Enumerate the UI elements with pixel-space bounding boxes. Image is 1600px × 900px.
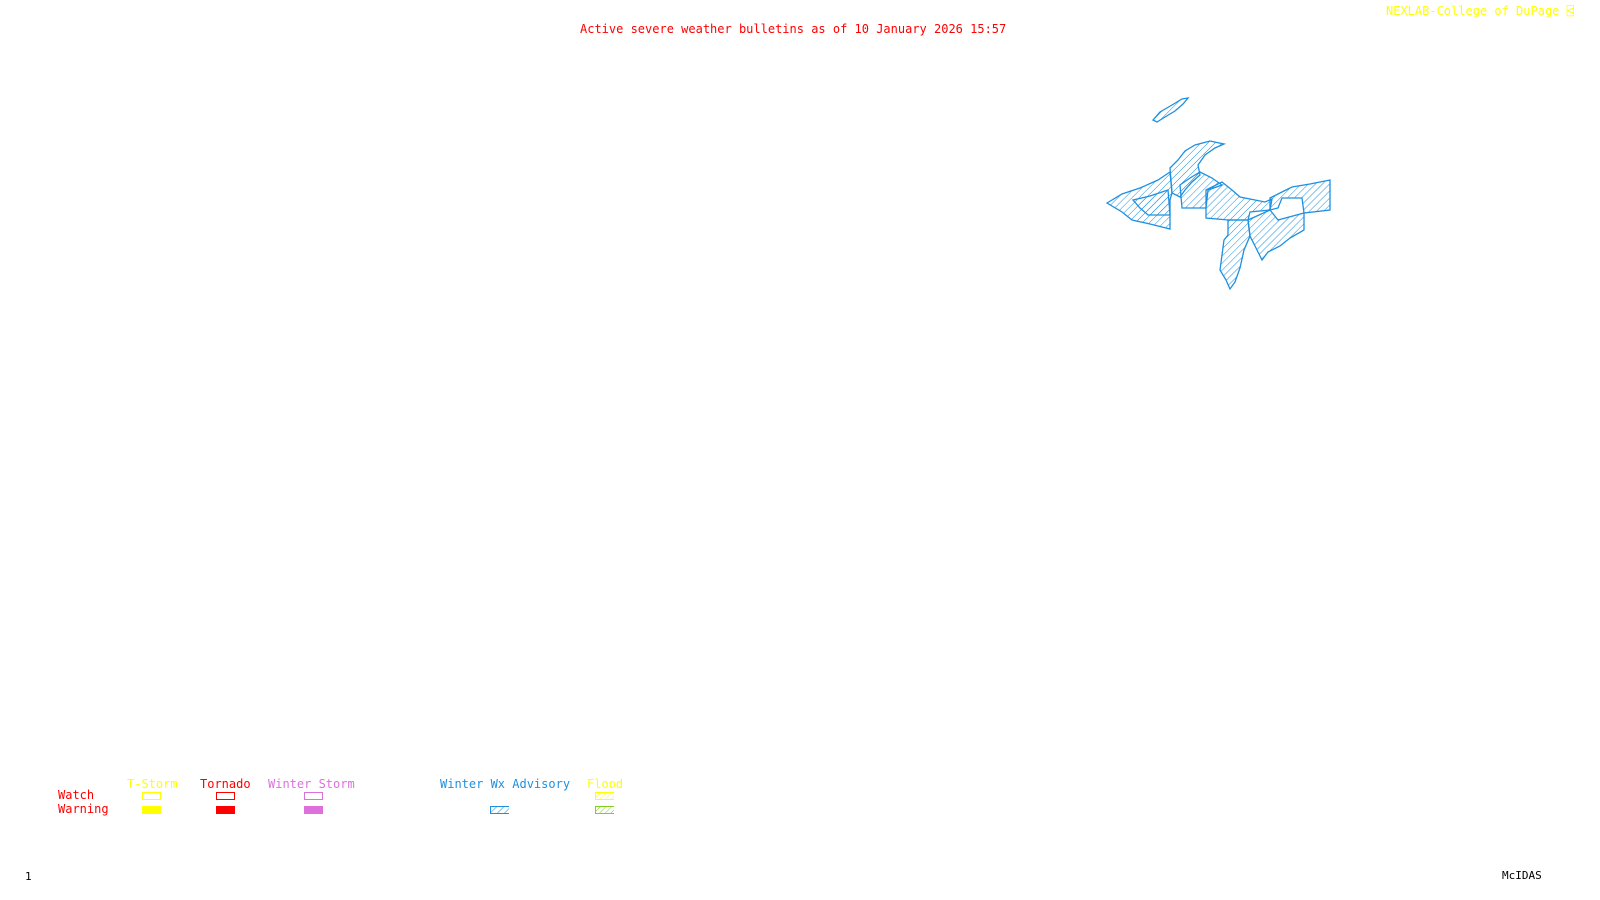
zone-schoolcraft-mackinac [1247, 209, 1305, 262]
nexlab-logo-icon: ⍃ [1559, 4, 1574, 18]
zone-isle-royale [1151, 97, 1190, 123]
zone-chippewa [1269, 179, 1331, 214]
legend-col-tornado: Tornado [200, 777, 251, 791]
swatch-winter-advisory [490, 806, 509, 814]
swatch-winter-storm-watch [304, 792, 323, 800]
zone-inner-west [1131, 189, 1171, 216]
swatch-tornado-warning [216, 806, 235, 814]
zone-delta-menominee [1219, 219, 1251, 291]
swatch-tstorm-watch [142, 792, 161, 800]
legend-col-winter-advisory: Winter Wx Advisory [440, 777, 571, 791]
legend-col-tstorm: T-Storm [127, 777, 178, 791]
legend-row-warning: Warning [58, 802, 109, 816]
credit-text: NEXLAB-College of DuPage [1386, 4, 1560, 18]
swatch-flood-watch [595, 792, 614, 800]
credit-label: NEXLAB-College of DuPage ⍃ [1386, 5, 1574, 17]
advisory-zones [1105, 97, 1331, 291]
legend-col-winter-storm: Winter Storm [268, 777, 355, 791]
map-title: Active severe weather bulletins as of 10… [580, 22, 1007, 36]
frame-number: 1 [25, 870, 32, 883]
swatch-flood-warning [595, 806, 614, 814]
legend-row-watch: Watch [58, 788, 95, 802]
swatch-tstorm-warning [142, 806, 161, 814]
swatch-winter-storm-warning [304, 806, 323, 814]
swatch-tornado-watch [216, 792, 235, 800]
legend-col-flood: Flood [587, 777, 624, 791]
system-label: McIDAS [1502, 869, 1542, 882]
